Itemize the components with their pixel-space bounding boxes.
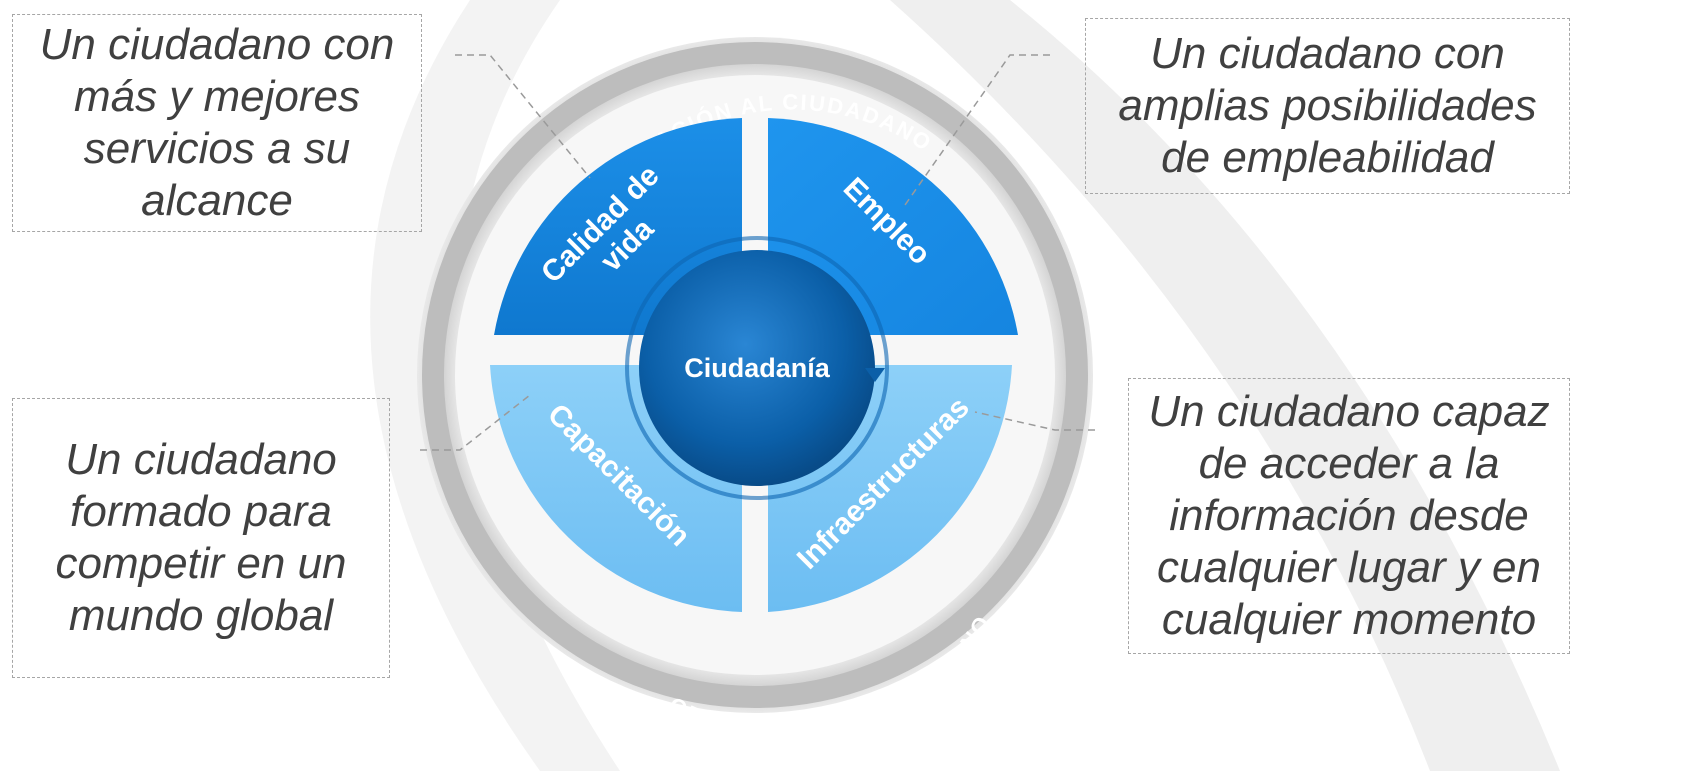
center-swirl-ring	[625, 236, 889, 500]
callout-empleo: Un ciudadano con amplias posibilidades d…	[1085, 18, 1570, 194]
center-label: Ciudadanía	[684, 353, 831, 383]
callout-capacitacion: Un ciudadano formado para competir en un…	[12, 398, 390, 678]
connector-bottom-right	[974, 411, 1095, 431]
ring-band	[422, 42, 1088, 708]
callout-infraestructuras: Un ciudadano capaz de acceder a la infor…	[1128, 378, 1570, 654]
center-arrow-icon	[865, 368, 885, 382]
connector-bottom-left	[420, 394, 531, 451]
center-circle	[639, 250, 875, 486]
swoosh-right	[890, 0, 1560, 771]
callout-calidad-de-vida: Un ciudadano con más y mejores servicios…	[12, 14, 422, 232]
swoosh-left	[370, 0, 620, 771]
connector-top-right	[904, 54, 1050, 206]
